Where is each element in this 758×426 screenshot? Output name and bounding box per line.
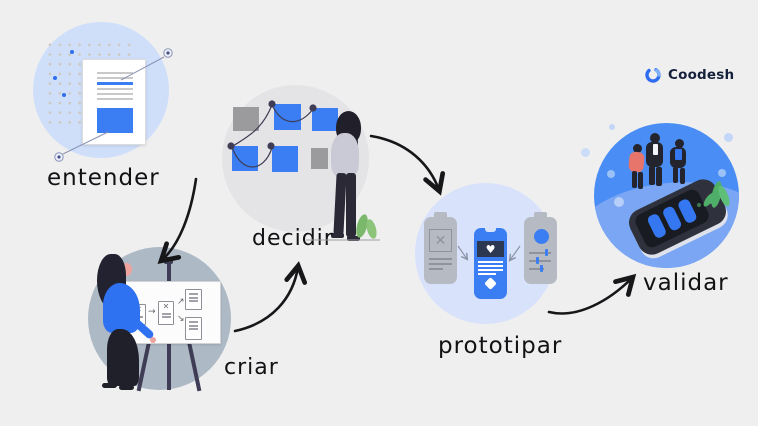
- prototipar-circle: ✕ ♥: [415, 183, 557, 324]
- easel-leg: [167, 342, 171, 390]
- validar-circle: [594, 123, 739, 268]
- wireframe-phone-left: ✕: [424, 217, 457, 284]
- blue-dot: [62, 93, 66, 97]
- wireframe-phone-right: [524, 217, 557, 284]
- decidir-circle: [222, 85, 379, 241]
- leg: [333, 172, 347, 236]
- image-placeholder: ✕: [429, 229, 452, 252]
- sticky-note-blue: [232, 146, 258, 171]
- leaf: [364, 218, 379, 240]
- shirt-blue: [675, 149, 682, 160]
- blouse: [331, 133, 359, 177]
- person-head: [650, 133, 660, 143]
- coodesh-swirl-icon: [645, 67, 661, 83]
- coodesh-logo-text: Coodesh: [668, 67, 735, 83]
- hand: [150, 337, 156, 343]
- leg: [346, 173, 356, 237]
- arrow-prototipar-to-validar: [547, 273, 637, 315]
- sketch-card: ✕: [158, 301, 174, 325]
- sweater: [103, 283, 140, 333]
- sticky-note-gray: [233, 107, 259, 131]
- highlighted-line: [97, 82, 133, 85]
- stage-label-decidir: decidir: [252, 226, 334, 251]
- stage-label-validar: validar: [643, 270, 729, 296]
- sketch-arrow-icon: ↗: [177, 297, 185, 307]
- shirt: [653, 144, 658, 155]
- arrow-criar-to-decidir: [233, 261, 308, 333]
- document-illustration: [82, 59, 146, 145]
- sketch-card: [185, 289, 202, 310]
- deco-dot: [581, 148, 590, 157]
- phone-notch: [485, 228, 496, 232]
- image-placeholder-block: [97, 108, 133, 133]
- slider-handle: [540, 265, 543, 272]
- stage-label-prototipar: prototipar: [438, 333, 563, 359]
- sticky-note-gray: [311, 148, 328, 169]
- callout-ring: [163, 48, 173, 58]
- shoe: [331, 233, 344, 238]
- face: [121, 263, 132, 276]
- sketch-arrow-icon: ↘: [177, 314, 185, 324]
- stage-label-criar: criar: [224, 355, 279, 380]
- shoe: [102, 383, 117, 388]
- easel-leg: [187, 341, 202, 392]
- deco-dot: [724, 133, 733, 142]
- shoe: [119, 385, 134, 390]
- hero-banner: ♥: [477, 241, 504, 257]
- stage-label-entender: entender: [47, 165, 160, 191]
- sticky-note-blue: [312, 108, 338, 131]
- blue-dot: [70, 50, 74, 54]
- shoe: [347, 236, 360, 241]
- sketch-card: [185, 317, 202, 340]
- arrow-decidir-to-prototipar: [369, 134, 446, 196]
- sprout: [697, 203, 701, 207]
- avatar-circle: [534, 229, 549, 244]
- app-phone-center: ♥: [474, 228, 507, 299]
- easel-pole: [167, 262, 171, 283]
- blue-dot: [53, 76, 57, 80]
- criar-circle: ✕ → ✕ ↗ ↘: [88, 247, 231, 392]
- slider-handle: [545, 249, 548, 256]
- legs: [107, 329, 139, 386]
- slider-handle: [536, 257, 539, 264]
- coodesh-logo: Coodesh: [644, 66, 734, 84]
- sketch-arrow-icon: →: [148, 307, 156, 317]
- diamond-icon: [484, 277, 497, 290]
- person-head: [633, 144, 642, 153]
- sticky-note-blue: [274, 104, 301, 130]
- person-body-coral: [628, 151, 645, 173]
- callout-ring: [54, 152, 64, 162]
- person-head: [675, 139, 684, 148]
- heart-icon: ♥: [485, 242, 496, 256]
- deco-dot: [609, 124, 615, 130]
- entender-circle: [33, 22, 169, 158]
- sticky-note-blue: [272, 146, 298, 172]
